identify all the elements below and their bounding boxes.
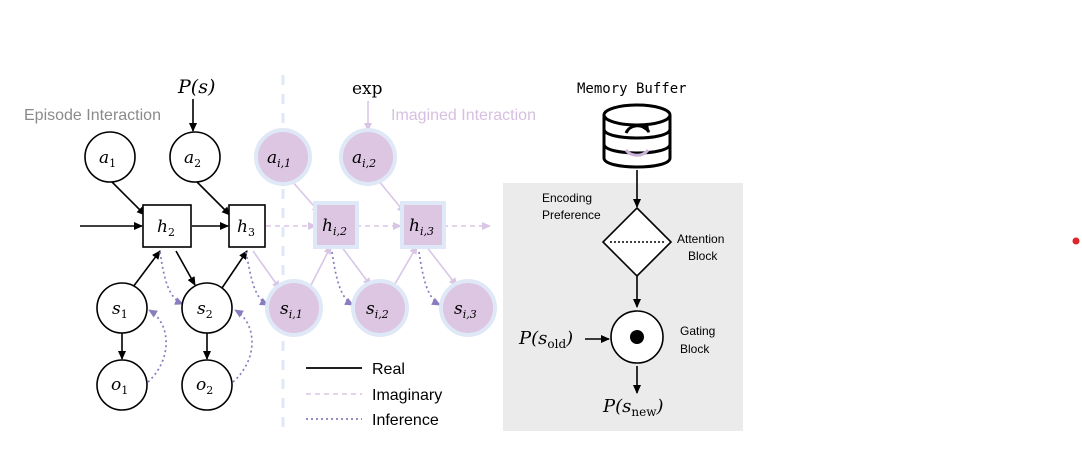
node-si2 [355, 283, 405, 333]
imagined-interaction-title: Imagined Interaction [391, 107, 536, 124]
node-hi3 [404, 205, 442, 245]
attention-block-label-2: Block [688, 249, 718, 263]
edge-hi3-si3 [425, 245, 458, 287]
edge-si1-hi2 [308, 245, 332, 290]
node-labels: a1 a2 h2 h3 s1 s2 o1 o2 ai,1 ai,2 hi,2 h… [99, 148, 477, 397]
legend-label-imaginary: Imaginary [372, 387, 442, 404]
label-si1: si,1 [280, 299, 303, 321]
edge-a1-h2 [109, 179, 146, 216]
node-ai1 [258, 132, 308, 182]
label-si3: si,3 [454, 299, 477, 321]
label-ai1: ai,1 [267, 148, 291, 170]
edge-s1-h2 [132, 250, 161, 288]
label-a2: a2 [184, 148, 201, 170]
inference-o1-s1 [147, 309, 167, 383]
node-si1 [269, 283, 319, 333]
edge-s2-h3 [221, 250, 248, 289]
node-si3 [443, 283, 493, 333]
legend: Real Imaginary Inference [306, 361, 442, 429]
real-nodes [84, 131, 266, 411]
prior-label: P(s) [177, 76, 215, 98]
database-icon [602, 103, 672, 169]
p-s-new-label: P(snew) [602, 396, 664, 419]
refresh-arrow-light [624, 148, 650, 157]
memory-module-panel [503, 183, 743, 431]
label-o2: o2 [196, 375, 213, 397]
gating-dot [630, 330, 644, 344]
label-hi3: hi,3 [409, 216, 434, 238]
edge-hi2-si2 [340, 245, 372, 287]
node-o1 [96, 359, 148, 411]
legend-label-inference: Inference [372, 412, 439, 429]
gating-block-label-1: Gating [680, 324, 715, 338]
node-hi2 [317, 205, 355, 245]
attention-block-label-1: Attention [677, 232, 724, 246]
red-marker-dot [1072, 237, 1080, 245]
inference-h2-s2 [159, 251, 184, 305]
legend-label-real: Real [372, 361, 405, 378]
p-s-old-label: P(sold) [518, 328, 573, 351]
edge-h2-s2 [175, 250, 196, 286]
label-a1: a1 [99, 148, 116, 170]
attention-block-diamond [601, 206, 673, 278]
encoding-preference-label-1: Encoding [542, 191, 592, 205]
node-o2 [181, 359, 233, 411]
edge-h3-si1 [252, 250, 281, 290]
real-edges [80, 99, 641, 394]
refresh-arrow-dark [624, 123, 651, 134]
node-h3 [228, 204, 266, 248]
inference-h3-si1 [245, 251, 269, 306]
imagined-nodes [254, 128, 497, 337]
label-si2: si,2 [366, 299, 389, 321]
node-h2 [142, 204, 192, 248]
label-hi2: hi,2 [322, 216, 347, 238]
memory-buffer-title: Memory Buffer [577, 81, 687, 97]
edge-a2-h3 [194, 179, 231, 216]
node-s1 [96, 282, 148, 334]
node-a2 [169, 131, 221, 183]
label-ai2: ai,2 [352, 148, 376, 170]
inference-hi2-si2 [331, 251, 354, 306]
inference-edges [147, 251, 441, 383]
encoding-preference-label-2: Preference [542, 208, 601, 222]
label-s1: s1 [112, 299, 128, 321]
inference-hi3-si3 [418, 251, 441, 306]
edge-si2-hi3 [391, 245, 418, 290]
gating-block-label-2: Block [680, 342, 710, 356]
label-s2: s2 [197, 299, 213, 321]
label-h3: h3 [237, 217, 255, 239]
inference-o2-s2 [232, 309, 253, 383]
label-o1: o1 [111, 375, 128, 397]
episode-interaction-title: Episode Interaction [24, 107, 161, 124]
exp-label: exp [352, 79, 383, 99]
node-ai2 [343, 132, 393, 182]
label-h2: h2 [157, 217, 175, 239]
node-s2 [181, 282, 233, 334]
node-a1 [84, 131, 136, 183]
